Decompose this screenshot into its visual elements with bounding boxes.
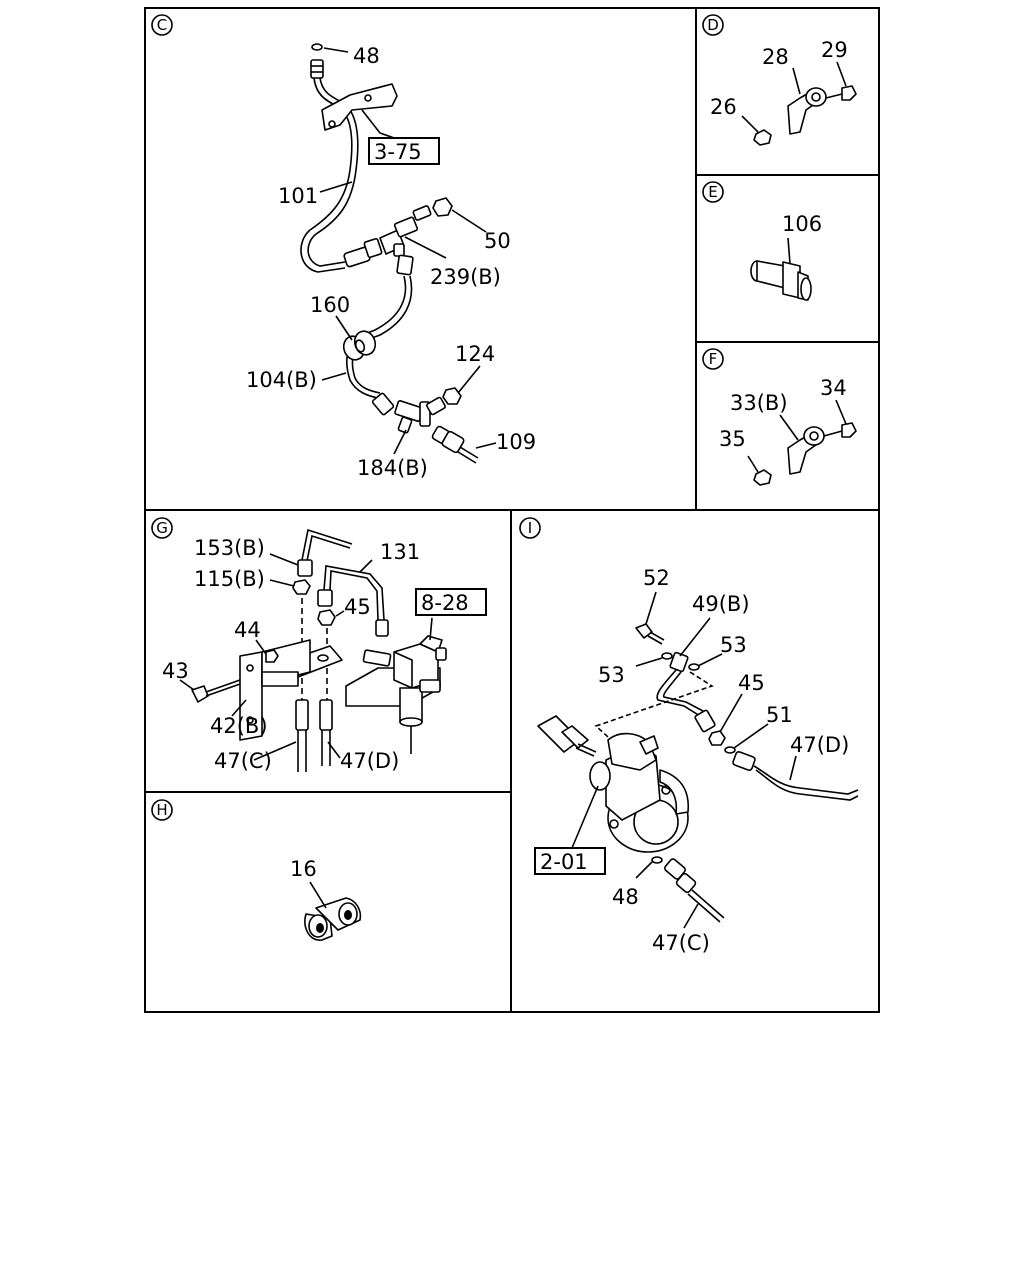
part-label-35: 35 xyxy=(719,427,746,451)
ref-box-8-28: 8-28 xyxy=(421,591,469,615)
part-label-51: 51 xyxy=(766,703,793,727)
part-label-48-i: 48 xyxy=(612,885,639,909)
part-label-16: 16 xyxy=(290,857,317,881)
part-label-29: 29 xyxy=(821,38,848,62)
part-label-43: 43 xyxy=(162,659,189,683)
section-h-letter: H xyxy=(156,801,167,819)
part-label-131: 131 xyxy=(380,540,420,564)
ref-box-2-01: 2-01 xyxy=(540,850,588,874)
part-label-48: 48 xyxy=(353,44,380,68)
section-e-drawing: 106 xyxy=(750,212,822,301)
part-label-26: 26 xyxy=(710,95,737,119)
part-label-47d-i: 47(D) xyxy=(790,733,849,757)
section-c-letter: C xyxy=(157,16,167,34)
section-marker-f: F xyxy=(702,348,724,370)
section-marker-c: C xyxy=(151,14,173,36)
section-f-drawing: 34 33(B) 35 xyxy=(719,376,857,486)
part-label-44: 44 xyxy=(234,618,261,642)
section-h-drawing: 16 xyxy=(290,857,362,941)
section-marker-d: D xyxy=(702,14,724,36)
part-label-53-right: 53 xyxy=(720,633,747,657)
part-label-45: 45 xyxy=(344,595,371,619)
part-label-115b: 115(B) xyxy=(194,567,265,591)
part-label-106: 106 xyxy=(782,212,822,236)
part-label-184b: 184(B) xyxy=(357,456,428,480)
part-label-50: 50 xyxy=(484,229,511,253)
section-c-drawing: 48 3-75 101 50 239(B) 160 124 104(B) 109… xyxy=(246,43,536,480)
part-label-53-left: 53 xyxy=(598,663,625,687)
part-label-49b: 49(B) xyxy=(692,592,750,616)
part-label-45-i: 45 xyxy=(738,671,765,695)
section-f-letter: F xyxy=(709,350,718,368)
section-i-letter: I xyxy=(528,519,532,537)
section-g-letter: G xyxy=(156,519,168,537)
part-label-109: 109 xyxy=(496,430,536,454)
part-label-153b: 153(B) xyxy=(194,536,265,560)
part-label-160: 160 xyxy=(310,293,350,317)
part-label-47d-g: 47(D) xyxy=(340,749,399,773)
section-d-letter: D xyxy=(707,16,719,34)
part-label-124: 124 xyxy=(455,342,495,366)
part-label-104b: 104(B) xyxy=(246,368,317,392)
section-g-drawing: 153(B) 131 115(B) 8-28 45 44 43 42(B) 47… xyxy=(162,528,487,773)
section-d-drawing: 28 29 26 xyxy=(710,38,857,146)
section-marker-h: H xyxy=(151,799,173,821)
part-label-33b: 33(B) xyxy=(730,391,788,415)
section-marker-g: G xyxy=(151,517,173,539)
section-marker-i: I xyxy=(519,517,541,539)
diagram-frame xyxy=(144,7,880,1013)
section-i-drawing: 52 49(B) 53 53 45 51 47(D) 2-01 48 47(C) xyxy=(534,566,859,955)
part-label-34: 34 xyxy=(820,376,847,400)
part-label-52: 52 xyxy=(643,566,670,590)
part-label-47c-i: 47(C) xyxy=(652,931,710,955)
part-label-42b: 42(B) xyxy=(210,714,268,738)
section-e-letter: E xyxy=(708,183,717,201)
part-label-28: 28 xyxy=(762,45,789,69)
part-label-101: 101 xyxy=(278,184,318,208)
part-label-47c-g: 47(C) xyxy=(214,749,272,773)
ref-box-3-75: 3-75 xyxy=(374,140,422,164)
part-label-239b: 239(B) xyxy=(430,265,501,289)
section-marker-e: E xyxy=(702,181,724,203)
